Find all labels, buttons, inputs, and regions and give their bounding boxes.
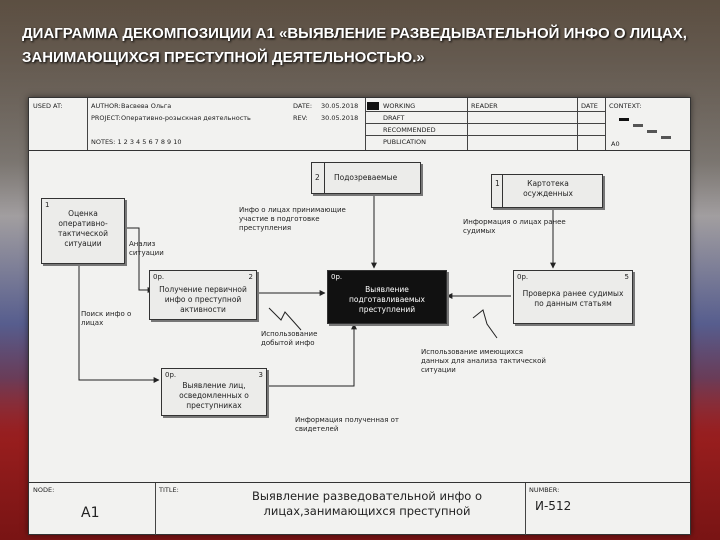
label-search-info: Поиск инфо о лицах [81,310,132,327]
external-suspects[interactable]: 2 Подозреваемые [311,162,421,194]
footer-divider [155,483,156,535]
rev-value: 30.05.2018 [321,114,359,122]
activity-number: 5 [624,273,629,281]
status-working: WORKING [383,102,416,110]
label-previously-convicted: Информация о лицах ранее судимых [463,218,566,235]
label-witness-info: Информация полученная от свидетелей [295,416,400,433]
project-value: Оперативно-розыскная деятельность [121,114,251,122]
header-divider [605,98,606,150]
status-recommended: RECOMMENDED [383,126,436,134]
activity-number: 3 [258,371,263,379]
label-analysis: Анализ ситуации [129,240,164,257]
date-value: 30.05.2018 [321,102,359,110]
external-card-file[interactable]: 1 Картотека осужденных [491,174,603,208]
number-value: И-512 [535,499,572,513]
header-divider [365,98,366,150]
context-label: CONTEXT: [609,102,642,110]
label-use-data: Использование имеющихся данных для анали… [421,348,546,374]
notes-label: NOTES: 1 2 3 4 5 6 7 8 9 10 [91,138,182,146]
idef0-diagram-sheet: USED AT: AUTHOR: Васвева Ольга PROJECT: … [28,97,691,535]
label-suspects-info: Инфо о лицах принимающие участие в подго… [239,206,346,232]
arrow-analysis [125,227,154,293]
context-thumb-box [633,124,643,127]
external-number: 2 [315,173,320,182]
activity-box-check-convicted[interactable]: 0р. 5 Проверка ранее судимых по данным с… [513,270,633,324]
node-label: NODE: [33,486,55,494]
footer-divider [525,483,526,535]
header-row-line [365,123,605,124]
reader-label: READER [471,102,498,110]
arrow-box4-to-center [267,323,357,387]
header-divider [467,98,468,150]
activity-label: Выявление подготавливаемых преступлений [349,285,425,314]
author-label: AUTHOR: [91,102,121,110]
arrow-search-info [78,263,160,383]
rev-label: REV: [293,114,308,122]
status-publication: PUBLICATION [383,138,427,146]
header-row-line [365,135,605,136]
header-row-line [365,111,605,112]
activity-number: 1 [45,201,50,209]
number-label: NUMBER: [529,486,560,494]
header-divider [577,98,578,150]
project-label: PROJECT: [91,114,121,122]
header-divider [87,98,88,150]
activity-box-identify-persons[interactable]: 0р. 3 Выявление лиц, осведомленных о пре… [161,368,267,416]
author-value: Васвева Ольга [121,102,172,110]
activity-label: Выявление лиц, осведомленных о преступни… [179,381,249,410]
title-label: TITLE: [159,486,179,494]
date-label: DATE: [293,102,313,110]
diagram-footer: NODE: A1 TITLE: Выявление разведовательн… [29,482,690,535]
external-label: Подозреваемые [334,173,398,182]
activity-label: Оценка оперативно-тактической ситуации [58,209,108,248]
external-divider [324,163,325,193]
label-use-obtained: Использование добытой инфо [261,330,318,347]
activity-label: Проверка ранее судимых по данным статьям [522,289,624,308]
used-at-label: USED AT: [33,102,63,110]
context-thumb-box [619,118,629,121]
activity-tag: 0р. [153,273,165,281]
context-node: A0 [611,140,620,148]
reader-date-label: DATE [581,102,598,110]
working-status-marker [367,102,379,110]
slide-title: ДИАГРАММА ДЕКОМПОЗИЦИИ А1 «ВЫЯВЛЕНИЕ РАЗ… [22,25,687,66]
status-draft: DRAFT [383,114,405,122]
activity-box-initial-info[interactable]: 0р. 2 Получение первичной инфо о преступ… [149,270,257,320]
activity-box-detect-crimes[interactable]: 0р. Выявление подготавливаемых преступле… [327,270,447,324]
activity-tag: 0р. [165,371,177,379]
diagram-header: USED AT: AUTHOR: Васвева Ольга PROJECT: … [29,98,690,151]
context-thumb-box [647,130,657,133]
external-divider [502,175,503,207]
arrow-use-data [472,309,498,339]
activity-label: Получение первичной инфо о преступной ак… [159,285,247,314]
arrow-use-obtained [268,307,302,331]
activity-box-assess-situation[interactable]: 1 Оценка оперативно-тактической ситуации [41,198,125,264]
activity-number: 2 [248,273,253,281]
external-label: Картотека осужденных [523,179,573,198]
diagram-arrows [78,186,556,387]
context-thumb-box [661,136,671,139]
activity-tag: 0р. [517,273,529,281]
node-value: A1 [81,505,100,521]
activity-tag: 0р. [331,273,343,281]
footer-title: Выявление разведовательной инфо о лицах,… [251,489,483,518]
external-number: 1 [495,179,500,188]
